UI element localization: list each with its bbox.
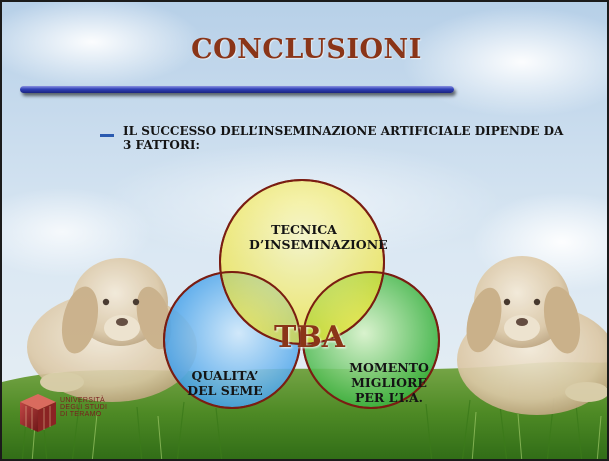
university-logo-text: UNIVERSITÀ DEGLI STUDI DI TERAMO xyxy=(60,397,107,418)
slide-title: CONCLUSIONI xyxy=(191,34,422,65)
venn-right-line-1: MOMENTO xyxy=(349,360,429,375)
title-divider xyxy=(20,86,454,93)
bullet-marker xyxy=(100,134,114,137)
bullet-line-1: IL SUCCESSO DELL’INSEMINAZIONE ARTIFICIA… xyxy=(123,124,564,138)
bullet-text: IL SUCCESSO DELL’INSEMINAZIONE ARTIFICIA… xyxy=(123,124,583,152)
logo-line-3: DI TERAMO xyxy=(60,411,102,418)
venn-center-label: TBA xyxy=(274,320,345,355)
venn-left-line-2: DEL SEME xyxy=(187,383,263,398)
venn-top-line-2: D’INSEMINAZIONE xyxy=(249,237,388,252)
venn-left-line-1: QUALITA’ xyxy=(191,368,259,383)
venn-right-line-2: MIGLIORE xyxy=(351,375,427,390)
venn-label-top: TECNICA D’INSEMINAZIONE xyxy=(249,222,388,252)
university-logo-icon xyxy=(20,394,56,432)
venn-top-line-1: TECNICA xyxy=(271,222,337,237)
logo-line-1: UNIVERSITÀ xyxy=(60,397,106,404)
venn-right-line-3: PER L’I.A. xyxy=(354,390,424,405)
logo-line-2: DEGLI STUDI xyxy=(60,404,108,411)
venn-label-left: QUALITA’ DEL SEME xyxy=(180,368,270,398)
bullet-line-2: 3 FATTORI: xyxy=(123,138,200,152)
venn-label-right: MOMENTO MIGLIORE PER L’I.A. xyxy=(344,360,434,405)
